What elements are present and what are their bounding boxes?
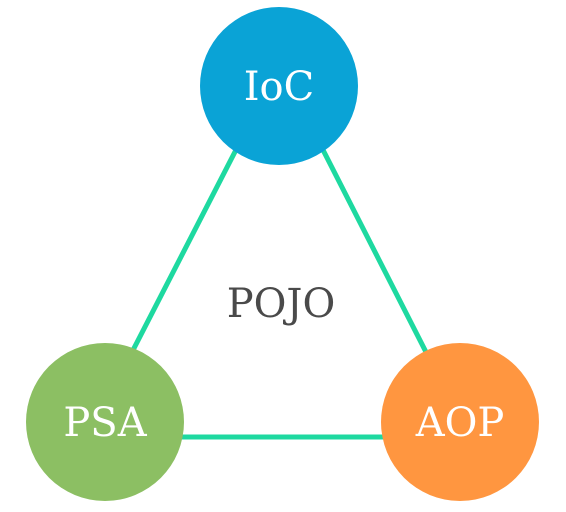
node-psa: PSA — [26, 343, 184, 501]
node-aop-circle — [381, 343, 539, 501]
node-ioc: IoC — [200, 7, 358, 165]
edge-ioc-aop — [317, 141, 431, 359]
node-ioc-circle — [200, 7, 358, 165]
node-psa-circle — [26, 343, 184, 501]
node-aop: AOP — [381, 343, 539, 501]
edge-ioc-psa — [127, 141, 242, 359]
node-aop-label: AOP — [415, 400, 505, 446]
node-ioc-label: IoC — [244, 64, 315, 110]
center-label: POJO — [227, 281, 336, 327]
node-psa-label: PSA — [63, 400, 147, 446]
